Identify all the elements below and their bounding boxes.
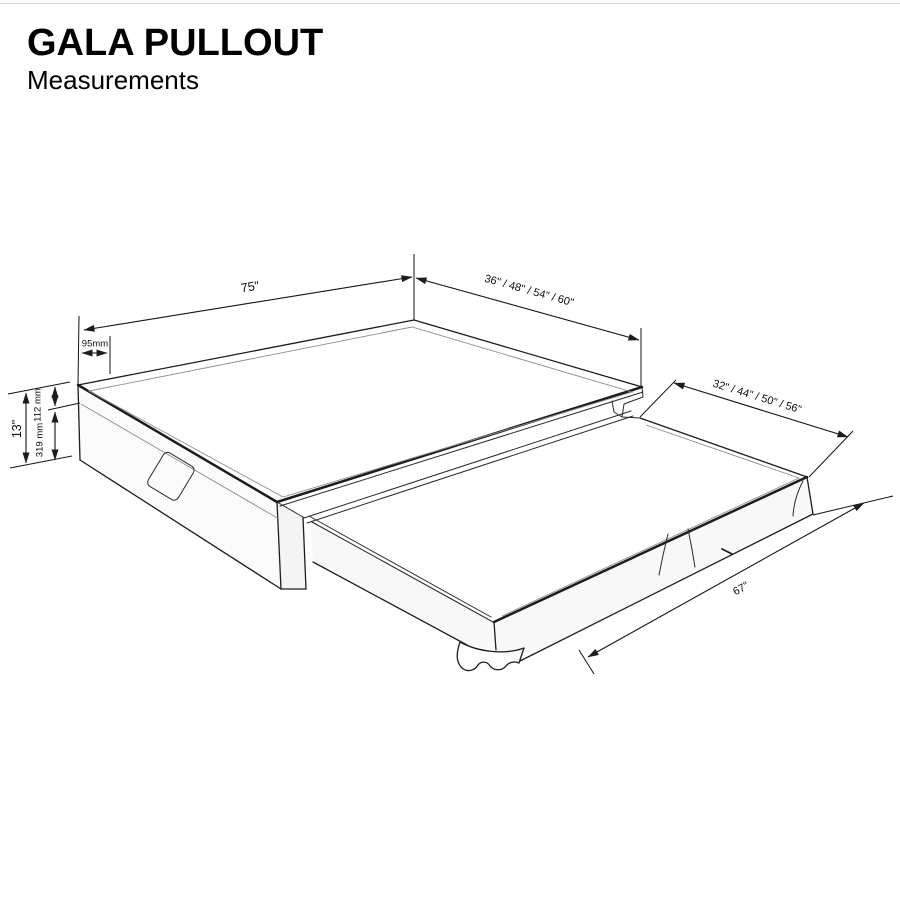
pullout-rear-top-edge <box>639 417 808 478</box>
main-front-right-edge <box>276 501 282 590</box>
main-front-right-top-edge <box>275 385 644 504</box>
dim-label-main-width: 36" / 48" / 54" / 60" <box>483 273 575 309</box>
dim-label-corner-offset: 95mm <box>82 339 108 350</box>
ext-height-top-tick <box>7 381 71 395</box>
page-title: GALA PULLOUT <box>27 22 324 64</box>
pullout-left-rail-line-2 <box>311 521 494 623</box>
ext-pullout-width-left <box>639 379 677 418</box>
main-corner-post-face <box>277 502 306 589</box>
page-subtitle: Measurements <box>27 64 199 95</box>
main-front-mattress-seam <box>80 403 280 520</box>
main-post-right-edge <box>302 516 307 590</box>
ext-pullout-width-right <box>808 430 854 478</box>
dim-label-main-length: 75" <box>240 279 260 296</box>
pullout-top-face <box>306 418 807 622</box>
main-left-vertical-edge <box>77 384 81 461</box>
pullout-left-panel-bottom-edge <box>312 561 468 646</box>
dim-label-total-height: 13" <box>10 420 24 438</box>
page-header: GALA PULLOUT Measurements <box>27 22 323 94</box>
ext-height-bottom-tick <box>9 455 73 469</box>
main-east-corner-step <box>611 386 644 419</box>
ext-pullout-length-left <box>578 649 595 675</box>
dim-label-pullout-length: 67" <box>731 580 751 598</box>
ext-height-mid-tick <box>47 402 81 411</box>
dim-label-upper-height: 112 mm <box>33 388 44 422</box>
main-platform <box>76 319 644 590</box>
drawer-handle <box>147 451 195 501</box>
dim-label-pullout-width: 32" / 44" / 50" / 56" <box>711 378 803 416</box>
pullout-left-rail-line-1 <box>308 515 492 618</box>
ext-pullout-length-right <box>812 495 894 516</box>
pullout-left-panel <box>311 520 496 650</box>
top-border-line <box>0 3 900 4</box>
main-front-face <box>78 385 281 589</box>
main-right-rail-line-1 <box>303 410 632 519</box>
pullout-near-corner-edge <box>493 621 497 651</box>
main-front-bottom-edge <box>79 459 282 590</box>
main-post-top-edge <box>276 501 304 518</box>
main-front-left-top-edge <box>76 383 279 504</box>
dim-line-pullout-width <box>673 382 849 438</box>
dim-line-main-width <box>415 277 640 341</box>
main-right-thickness-line <box>279 391 644 507</box>
dim-label-lower-height: 319 mm <box>35 423 46 457</box>
dim-line-pullout-length <box>587 502 865 658</box>
dim-line-main-length <box>83 275 413 332</box>
main-top-mattress-seam <box>87 326 634 498</box>
pullout-corner-foot <box>456 641 525 672</box>
ext-left-vertical <box>77 315 80 385</box>
main-right-rail-line-2 <box>306 415 634 524</box>
